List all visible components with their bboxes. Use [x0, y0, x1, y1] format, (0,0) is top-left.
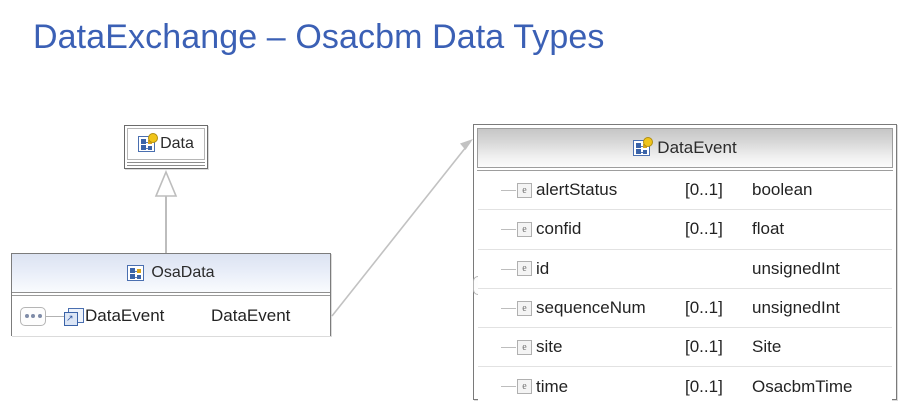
- data-box-inner: Data: [127, 128, 205, 160]
- table-row[interactable]: e id unsignedInt: [478, 249, 892, 289]
- element-icon: e: [517, 261, 532, 277]
- data-box-baseline-lower: [127, 165, 205, 166]
- element-cardinality: [0..1]: [685, 219, 723, 239]
- data-box-baseline-upper: [127, 162, 205, 163]
- dataevent-title: DataEvent: [657, 138, 737, 157]
- complextype-icon: [127, 265, 145, 281]
- complextype-icon: [633, 137, 654, 156]
- dataevent-header-separator: [477, 170, 893, 171]
- page-title: DataExchange – Osacbm Data Types: [33, 18, 605, 56]
- table-row[interactable]: e sequenceNum [0..1] unsignedInt: [478, 288, 892, 329]
- element-name: alertStatus: [536, 180, 618, 200]
- element-type: OsacbmTime: [752, 376, 853, 396]
- osadata-title: OsaData: [151, 264, 215, 281]
- element-icon: e: [517, 300, 532, 316]
- complextype-box-data[interactable]: Data: [124, 125, 208, 169]
- osadata-element-type: DataEvent: [211, 306, 291, 325]
- element-icon: e: [517, 182, 532, 198]
- complextype-icon: [138, 133, 159, 152]
- sequence-icon[interactable]: [20, 306, 46, 326]
- table-row[interactable]: e time [0..1] OsacbmTime: [478, 367, 892, 406]
- element-icon: e: [517, 379, 532, 395]
- element-type: unsignedInt: [752, 298, 840, 318]
- element-name: confid: [536, 219, 582, 239]
- element-reference-icon: e ↗: [64, 307, 84, 326]
- complextype-box-dataevent[interactable]: DataEvent e alertStatus [0..1] boolean e…: [473, 124, 897, 406]
- generalization-connector: [154, 169, 178, 253]
- element-name: time: [536, 376, 569, 396]
- osadata-element-row[interactable]: e ↗ DataEvent DataEvent: [12, 296, 330, 336]
- compositor-stub-line: [46, 316, 68, 317]
- element-type: unsignedInt: [752, 258, 840, 278]
- element-name: site: [536, 337, 563, 357]
- element-cardinality: [0..1]: [685, 180, 723, 200]
- table-row[interactable]: e confid [0..1] float: [478, 210, 892, 250]
- dataevent-element-list: e alertStatus [0..1] boolean e confid [0…: [473, 171, 892, 406]
- element-icon: e: [517, 221, 532, 237]
- element-cardinality: [0..1]: [685, 337, 723, 357]
- complextype-box-osadata[interactable]: OsaData e ↗ DataEvent DataEvent: [11, 253, 331, 336]
- element-type: float: [752, 219, 785, 239]
- element-type: Site: [752, 337, 782, 357]
- element-icon: e: [517, 339, 532, 355]
- reference-connector: [331, 139, 473, 317]
- element-cardinality: [0..1]: [685, 376, 723, 396]
- data-box-title: Data: [160, 135, 194, 152]
- osadata-header: OsaData: [12, 254, 330, 293]
- dataevent-header: DataEvent: [477, 128, 893, 168]
- element-type: boolean: [752, 180, 813, 200]
- table-row[interactable]: e site [0..1] Site: [478, 328, 892, 368]
- element-cardinality: [0..1]: [685, 298, 723, 318]
- element-name: id: [536, 258, 550, 278]
- osadata-header-separator: [12, 293, 330, 296]
- osadata-element-name: DataEvent: [85, 306, 165, 325]
- table-row[interactable]: e alertStatus [0..1] boolean: [478, 171, 892, 211]
- element-name: sequenceNum: [536, 298, 646, 318]
